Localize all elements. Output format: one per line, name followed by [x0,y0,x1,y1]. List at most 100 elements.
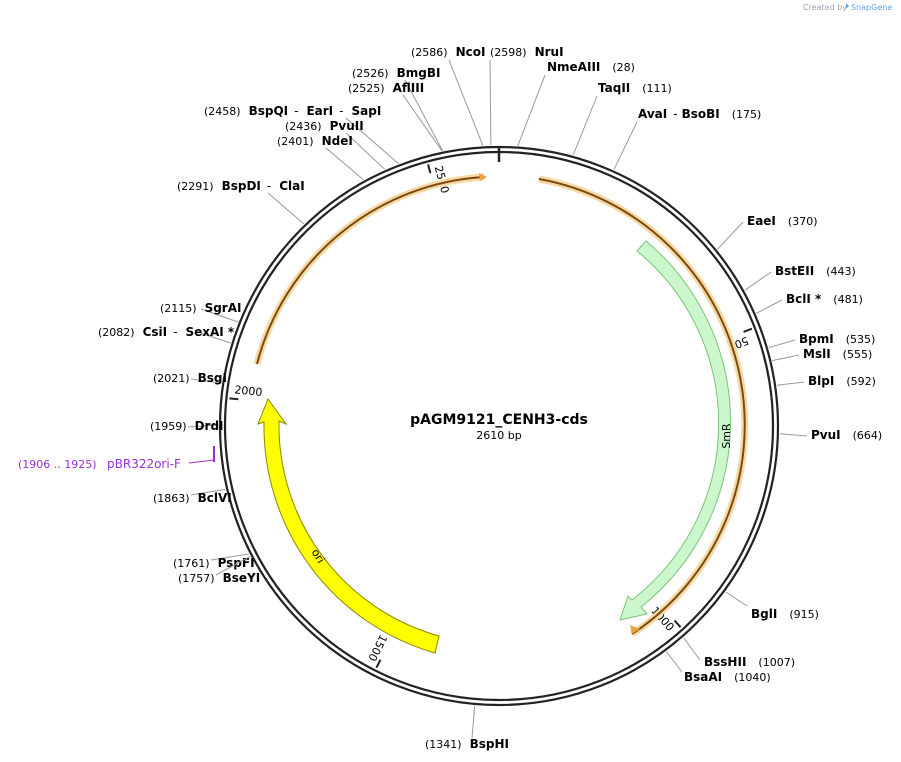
site-enzyme-name: AflIII [393,81,425,95]
site-label[interactable]: (2401)NdeI [277,134,353,148]
site-label[interactable]: (2115)SgrAI [160,301,241,315]
site-nrui[interactable]: (2598)NruI [489,45,564,146]
site-position: (28) [612,61,635,74]
site-enzyme-name: SexAI * [185,325,234,339]
site-position: (915) [789,608,819,621]
site-leader [402,94,443,152]
site-bmgbi[interactable]: (2526)BmgBI [352,66,444,151]
site-label[interactable]: (2082)CsiI-SexAI * [98,325,235,339]
site-eaei[interactable]: EaeI(370) [717,214,818,250]
site-taqii[interactable]: TaqII(111) [572,81,672,156]
site-afliii[interactable]: (2525)AflIII [348,81,443,152]
site-bcli[interactable]: BclI *(481) [756,292,863,314]
site-label[interactable]: MslI(555) [803,347,872,361]
site-nmeaiii[interactable]: NmeAIII(28) [517,60,635,146]
site-leader [717,221,744,250]
site-bspqi[interactable]: (2458)BspQI-EarI-SapI [204,104,399,164]
site-bspdi[interactable]: (2291)BspDI-ClaI [177,179,305,225]
site-blpi[interactable]: BlpI(592) [776,374,876,388]
plasmid-size: 2610 bp [476,429,521,442]
site-separator: - [673,107,677,121]
site-enzyme-name: BssHII [704,655,746,669]
site-leader [345,117,399,164]
site-label[interactable]: PvuI(664) [811,428,882,442]
site-label[interactable]: NmeAIII(28) [547,60,635,74]
site-pvui[interactable]: PvuI(664) [779,428,882,442]
site-enzyme-name: BpmI [799,332,834,346]
site-label[interactable]: (1761)PspFI [173,556,255,570]
site-label[interactable]: (2598)NruI [490,45,564,59]
site-enzyme-name: BclI * [786,292,822,306]
site-enzyme-name: BseYI [223,571,261,585]
site-label[interactable]: BstEII(443) [775,264,856,278]
site-position: (535) [846,333,876,346]
primer-name[interactable]: pBR322ori-F [107,457,181,471]
site-label[interactable]: (1959)DrdI [150,419,224,433]
site-enzyme-name: SapI [352,104,382,118]
ori-feature-arrow[interactable] [257,397,440,654]
site-bsaai[interactable]: BsaAI(1040) [665,651,771,684]
orf-arc-left [256,176,485,365]
site-label[interactable]: EaeI(370) [747,214,818,228]
site-label[interactable]: BlpI(592) [808,374,876,388]
site-leader [744,271,772,291]
site-sgrai[interactable]: (2115)SgrAI [160,301,241,323]
site-label[interactable]: BpmI (535) [799,332,875,346]
site-msli[interactable]: MslI(555) [772,347,872,362]
site-bpmi[interactable]: BpmI (535) [768,332,875,349]
site-label[interactable]: (2291)BspDI-ClaI [177,179,305,193]
site-label[interactable]: (1341)BspHI [425,737,509,751]
site-avai[interactable]: AvaI-BsoBI(175) [613,107,761,170]
site-bclvi[interactable]: (1863)BclVI [153,488,232,505]
site-bsteii[interactable]: BstEII(443) [744,264,856,291]
smr-feature-arrow[interactable] [619,240,731,621]
site-csii[interactable]: (2082)CsiI-SexAI * [98,325,235,344]
site-position: (664) [853,429,883,442]
site-enzyme-name: BglI [751,607,777,621]
site-label[interactable]: BssHII(1007) [704,655,795,669]
site-bsgi[interactable]: (2021)BsgI [153,371,227,385]
site-enzyme-name: NdeI [322,134,353,148]
site-position: (1341) [425,738,462,751]
site-leader [345,132,386,170]
site-label[interactable]: (2021)BsgI [153,371,227,385]
site-leader [517,74,546,146]
site-bsshii[interactable]: BssHII(1007) [683,637,795,669]
site-ncoi[interactable]: (2586)NcoI [411,45,485,146]
site-label[interactable]: (1757)BseYI [178,571,260,585]
site-ndei[interactable]: (2401)NdeI [277,134,364,181]
site-bseyi[interactable]: (1757)BseYI [178,555,260,585]
site-enzyme-name: BsgI [198,371,227,385]
site-label[interactable]: (2525)AflIII [348,81,424,95]
site-drdi[interactable]: (1959)DrdI [150,419,224,433]
site-label[interactable]: BclI *(481) [786,292,863,306]
site-bsphi[interactable]: (1341)BspHI [425,705,509,751]
site-leader [267,192,305,225]
site-label[interactable]: (2586)NcoI [411,45,485,59]
site-label[interactable]: (1863)BclVI [153,491,232,505]
site-label[interactable]: (2436)PvuII [285,119,364,133]
site-label[interactable]: TaqII(111) [598,81,672,95]
site-label[interactable]: (2526)BmgBI [352,66,440,80]
site-label[interactable]: BglI (915) [751,607,819,621]
site-leader [471,705,476,739]
scale-tick-label: 2000 [234,383,263,399]
site-enzyme-name: BclVI [198,491,232,505]
site-bgli[interactable]: BglI (915) [725,591,819,621]
site-leader [448,59,484,146]
site-pspfi[interactable]: (1761)PspFI [173,553,255,570]
site-leader [404,79,444,151]
site-position: (111) [642,82,672,95]
site-enzyme-name: SgrAI [205,301,242,315]
backbone-outer-ring [218,145,780,707]
site-label[interactable]: AvaI-BsoBI(175) [638,107,761,121]
scale-tick [427,164,432,174]
site-leader [187,424,219,428]
site-label[interactable]: BsaAI(1040) [684,670,771,684]
site-pvuii[interactable]: (2436)PvuII [285,119,386,170]
site-enzyme-name: PvuII [330,119,364,133]
scale-tick [229,397,239,401]
ori-label: ori [309,547,328,566]
site-label[interactable]: (2458)BspQI-EarI-SapI [204,104,381,118]
